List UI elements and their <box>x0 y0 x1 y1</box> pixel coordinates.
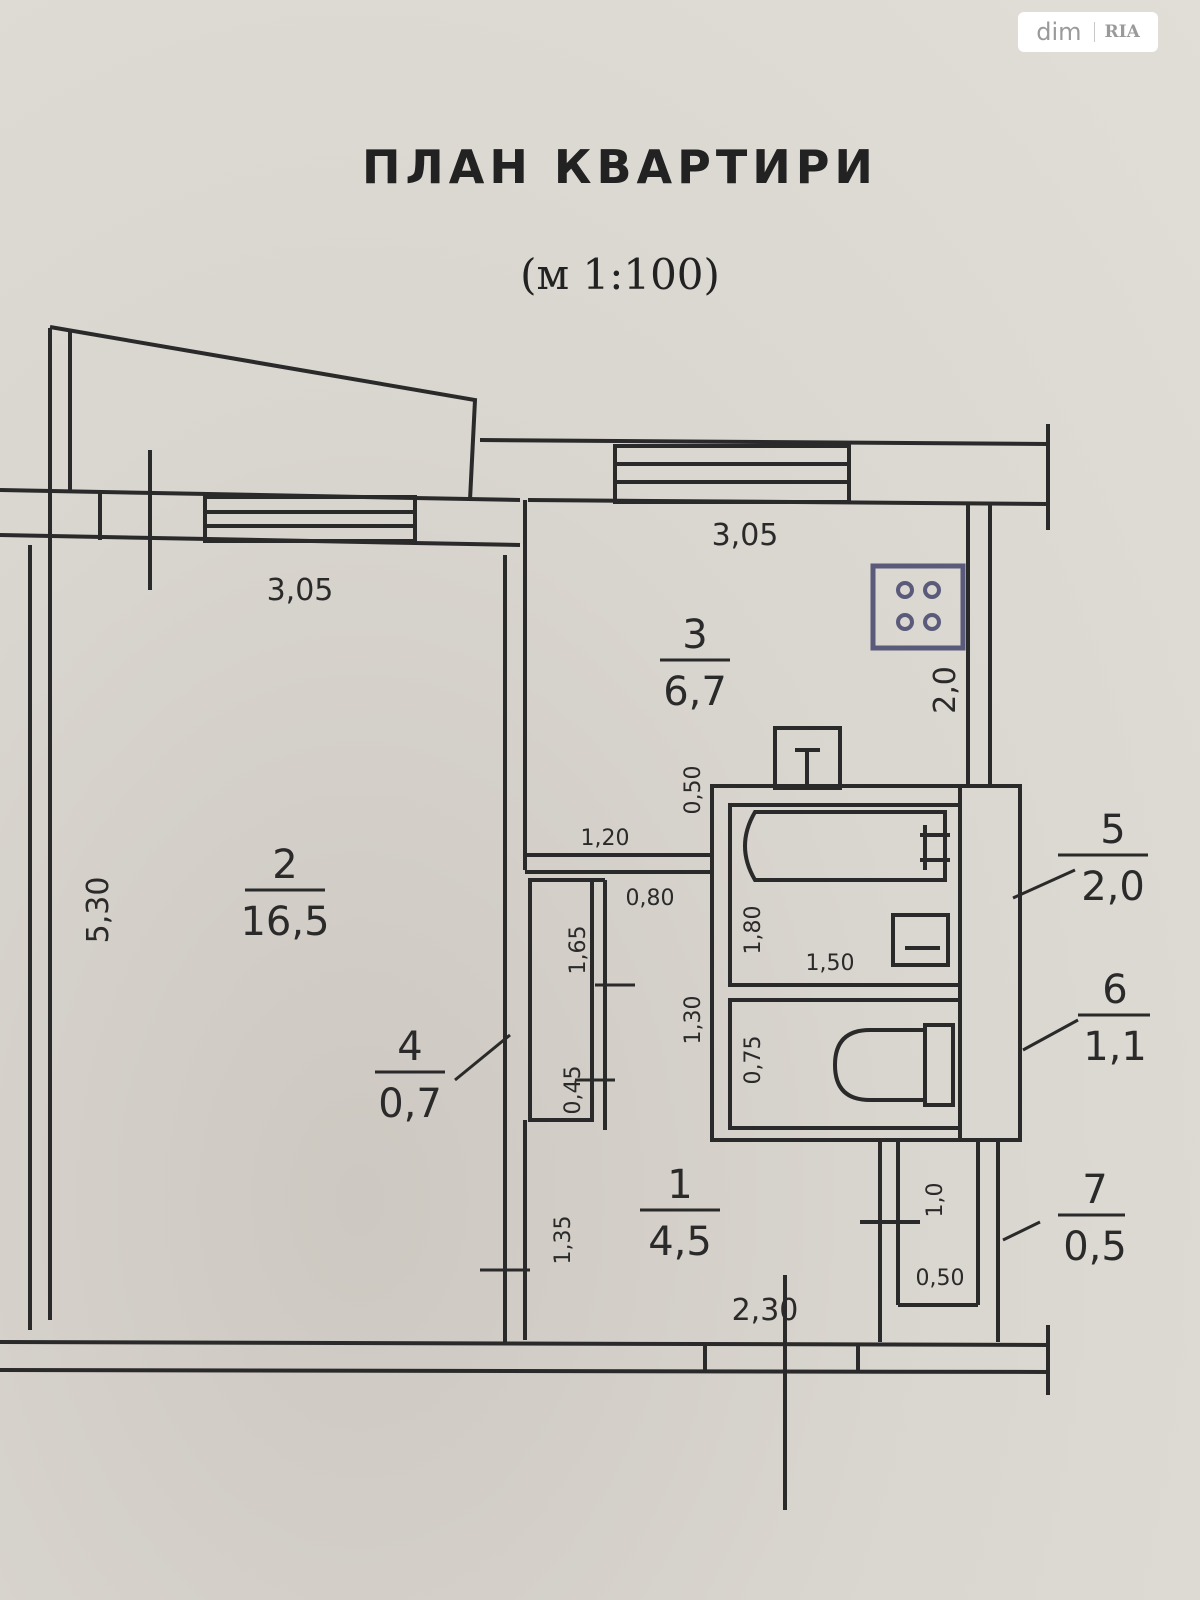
dim-bath-width: 1,50 <box>806 951 855 976</box>
closet-room-4 <box>525 853 712 1130</box>
ventilation-shaft <box>773 726 842 790</box>
dim-closet-length: 1,65 <box>566 926 591 975</box>
plan-scale: (м 1:100) <box>520 250 720 299</box>
dim-room3-width: 3,05 <box>712 518 779 553</box>
room-2-number: 2 <box>272 842 297 888</box>
dim-closet-width: 0,45 <box>561 1066 586 1115</box>
dim-corr-c: 0,80 <box>626 886 675 911</box>
room-1-area: 4,5 <box>648 1219 712 1265</box>
dim-store-height: 1,0 <box>923 1183 948 1218</box>
room-3-number: 3 <box>682 612 707 658</box>
bathtub-icon <box>743 810 950 882</box>
kitchen-right-wall <box>966 505 992 785</box>
bottom-wall <box>0 1275 1051 1510</box>
dim-hall-width: 2,30 <box>732 1293 799 1328</box>
dim-kitchen-side: 2,0 <box>928 666 963 714</box>
plan-title: ПЛАН КВАРТИРИ <box>362 140 878 194</box>
toilet-icon <box>832 1023 955 1107</box>
balcony <box>0 325 521 1320</box>
room-3-area: 6,7 <box>663 669 727 715</box>
dim-room2-width: 3,05 <box>267 573 334 608</box>
dim-corr-b: 0,50 <box>681 766 706 815</box>
room-2-area: 16,5 <box>240 899 329 945</box>
dim-bath-height: 1,80 <box>741 906 766 955</box>
room-5-number: 5 <box>1100 807 1125 853</box>
watermark-dim: dim <box>1036 18 1082 46</box>
fraction-bars <box>245 658 1150 1217</box>
window-room-2 <box>203 495 417 543</box>
washbasin-icon <box>891 913 950 967</box>
room-1-number: 1 <box>667 1162 692 1208</box>
watermark-ria: RIA <box>1093 22 1140 42</box>
dim-corr-a: 1,20 <box>581 826 630 851</box>
sanitary-block <box>710 784 1022 1142</box>
dim-wc-width: 0,75 <box>741 1036 766 1085</box>
room-7-area: 0,5 <box>1063 1224 1127 1270</box>
room-6-number: 6 <box>1102 967 1127 1013</box>
kitchen-top-wall <box>479 424 1050 530</box>
room-4-area: 0,7 <box>378 1081 442 1127</box>
dim-ria-watermark: dim RIA <box>1018 12 1158 52</box>
dim-wc-height: 1,30 <box>681 996 706 1045</box>
room-6-area: 1,1 <box>1083 1024 1147 1070</box>
room-7-number: 7 <box>1082 1167 1107 1213</box>
storage-room-7 <box>860 1140 1000 1342</box>
room-5-area: 2,0 <box>1081 864 1145 910</box>
dim-hall-side: 1,35 <box>551 1216 576 1265</box>
stove-icon <box>870 563 966 651</box>
room-4-number: 4 <box>397 1024 422 1070</box>
dim-store-width: 0,50 <box>916 1266 965 1291</box>
room-2-walls <box>28 500 527 1345</box>
dim-room2-length: 5,30 <box>81 877 116 944</box>
